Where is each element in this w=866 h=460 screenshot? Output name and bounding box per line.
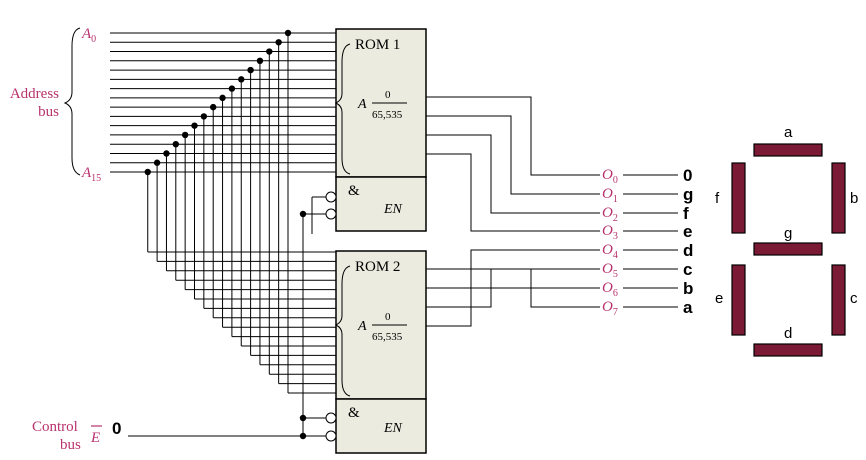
output-label-5: O5 [602,261,618,280]
address-bus-brace [63,27,81,176]
rom1-a-symbol: A [357,97,367,112]
rom2-block: ROM 2 A 0 65,535 & EN [325,250,427,454]
segment-e [731,264,746,336]
control-bus: Control bus E 0 [32,196,326,453]
address-junction-5 [238,76,245,83]
control-bus-label-line2: bus [60,437,81,453]
address-junction-13 [163,150,170,157]
address-junction-11 [181,131,189,139]
segment-c [831,264,846,336]
output-label-1: O1 [602,186,618,205]
address-junction-0 [284,29,292,37]
control-bus-label-line1: Control [32,419,78,435]
segment-label-c: c [850,290,858,307]
address-junction-10 [191,122,198,129]
segment-label-e: e [715,290,723,307]
rom1-enable-bubble-bottom [325,208,337,220]
address-junction-8 [210,103,217,111]
address-junction-2 [266,48,273,55]
segment-g [753,242,823,256]
rom1-range-bottom: 65,535 [372,109,403,121]
output-value-6: b [683,279,693,298]
rom2-range-bottom: 65,535 [372,331,403,343]
output-value-3: e [683,222,692,241]
address-junction-3 [256,57,264,64]
address-junction-1 [275,39,282,46]
address-junction-12 [172,141,179,148]
segment-label-d: d [784,325,792,342]
rom2-range-top: 0 [385,311,391,323]
rom2-gate-symbol: & [348,405,360,421]
address-bus-wires [110,29,336,394]
output-label-7: O7 [602,299,618,318]
rom2-enable-bubble-bottom [325,430,337,442]
address-junction-9 [200,113,208,120]
output-label-3: O3 [602,223,618,242]
control-bus-signal: E [90,430,100,446]
segment-a [753,143,823,157]
rom2-enable-bubble-top [325,412,337,424]
rom1-output-wire-3 [426,153,600,232]
output-value-0: 0 [683,166,692,185]
segment-b [831,162,846,234]
address-junction-15 [144,168,151,176]
rom2-output-wire-3 [426,268,600,308]
segment-label-b: b [850,190,858,207]
output-labels: O0 0O1 gO2 fO3 eO4 dO5 cO6 bO7 a [602,166,693,318]
seven-segment-display: a b c d e f g [715,124,858,357]
output-label-2: O2 [602,205,618,224]
rom1-output-wire-0 [426,96,600,176]
output-wires [426,96,600,327]
rom1-range-top: 0 [385,89,391,101]
output-label-4: O4 [602,242,618,261]
rom2-en-label: EN [383,421,403,436]
output-value-5: c [683,260,692,279]
output-label-0: O0 [602,167,618,186]
address-a15-label: A15 [81,165,101,184]
control-bus-value: 0 [112,419,121,438]
rom2-address-brace [334,265,351,397]
rom1-output-wire-2 [426,134,600,214]
control-junction-rom2-top [299,414,307,422]
segment-d [753,343,823,357]
rom1-gate-symbol: & [348,183,360,199]
rom2-title: ROM 2 [355,259,400,275]
output-value-1: g [683,185,693,204]
control-junction-rom2-bottom [299,432,307,440]
segment-f [731,162,746,234]
rom2-a-symbol: A [357,319,367,334]
address-bus-label-line1: Address [10,86,59,102]
address-junction-4 [247,66,254,74]
address-junction-6 [228,85,236,92]
rom1-title: ROM 1 [355,37,400,53]
output-value-2: f [683,204,689,223]
segment-label-a: a [784,124,793,141]
output-value-7: a [683,298,693,317]
output-label-6: O6 [602,280,618,299]
address-bus-labels: Address bus A0 A15 [10,26,101,184]
rom2-enable-box [335,398,427,454]
rom1-address-brace [334,43,351,175]
rom1-output-wire-1 [426,115,600,195]
segment-label-f: f [715,190,720,207]
rom1-enable-bubble-top [325,191,337,203]
address-junction-14 [153,159,161,166]
address-junction-7 [219,94,226,102]
rom1-en-label: EN [383,202,403,217]
address-a0-label: A0 [81,26,96,45]
segment-label-g: g [784,225,792,242]
output-value-4: d [683,241,693,260]
rom1-enable-box [335,176,427,232]
control-junction-rom1 [299,210,307,218]
address-bus-label-line2: bus [38,104,59,120]
rom1-block: ROM 1 A 0 65,535 & EN [325,28,427,232]
